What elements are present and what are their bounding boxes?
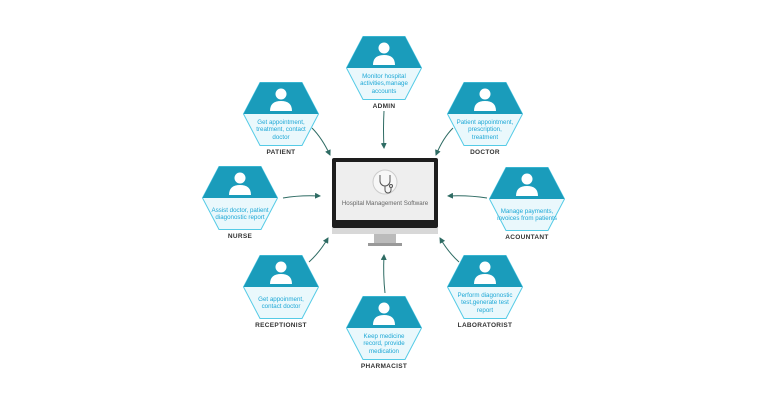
role-description: Get appointment, treatment, contact doct… xyxy=(256,118,306,141)
role-label: NURSE xyxy=(227,233,253,240)
doctor-icon xyxy=(474,88,496,111)
arrow-pharmacist xyxy=(380,254,387,294)
role-label: DOCTOR xyxy=(470,149,500,156)
role-label: ADMIN xyxy=(372,103,396,110)
role-node-nurse: Assist doctor, patient diagonostic repor… xyxy=(202,166,278,240)
role-label: PATIENT xyxy=(266,149,296,156)
arrow-admin xyxy=(380,110,387,149)
hexagon xyxy=(447,255,523,319)
receptionist-icon xyxy=(270,261,292,284)
pharmacist-icon xyxy=(373,302,395,325)
arrow-accountant xyxy=(447,192,488,199)
monitor-icon xyxy=(332,158,438,246)
arrow-nurse xyxy=(282,192,321,199)
role-description: Monitor hospital activities,manage accou… xyxy=(360,72,408,95)
role-node-admin: Monitor hospital activities,manage accou… xyxy=(346,36,422,110)
hexagon xyxy=(447,82,523,146)
role-description: Manage payments, invoices from patients xyxy=(497,207,557,223)
monitor: Hospital Management Software xyxy=(332,158,438,248)
arrow-patient xyxy=(311,127,331,156)
role-node-receptionist: Get appoinment, contact doctor RECEPTION… xyxy=(243,255,319,329)
role-node-patient: Get appointment, treatment, contact doct… xyxy=(243,82,319,156)
center-title: Hospital Management Software xyxy=(341,200,429,207)
role-description: Assist doctor, patient diagonostic repor… xyxy=(211,206,269,222)
nurse-icon xyxy=(229,172,251,195)
patient-icon xyxy=(270,88,292,111)
role-node-accountant: Manage payments, invoices from patients … xyxy=(489,167,565,241)
role-description: Perform diagonostic test,generate test r… xyxy=(457,291,513,314)
laboratorist-icon xyxy=(474,261,496,284)
accountant-icon xyxy=(516,173,538,196)
role-description: Keep medicine record, provide medication xyxy=(363,332,405,355)
hexagon xyxy=(346,296,422,360)
role-node-doctor: Patient appointment, prescription, treat… xyxy=(447,82,523,156)
role-label: RECEPTIONIST xyxy=(255,322,307,329)
arrow-doctor xyxy=(435,127,454,156)
role-node-pharmacist: Keep medicine record, provide medication… xyxy=(346,296,422,370)
admin-user-icon xyxy=(373,42,395,65)
role-label: LABORATORIST xyxy=(457,322,513,329)
stethoscope-icon xyxy=(372,169,398,195)
role-label: PHARMACIST xyxy=(360,363,408,370)
arrow-receptionist xyxy=(308,237,329,263)
role-label: ACOUNTANT xyxy=(505,234,549,241)
role-node-laboratorist: Perform diagonostic test,generate test r… xyxy=(447,255,523,329)
role-description: Patient appointment, prescription, treat… xyxy=(456,118,514,141)
role-description: Get appoinment, contact doctor xyxy=(258,295,304,311)
arrow-laboratorist xyxy=(439,237,460,263)
